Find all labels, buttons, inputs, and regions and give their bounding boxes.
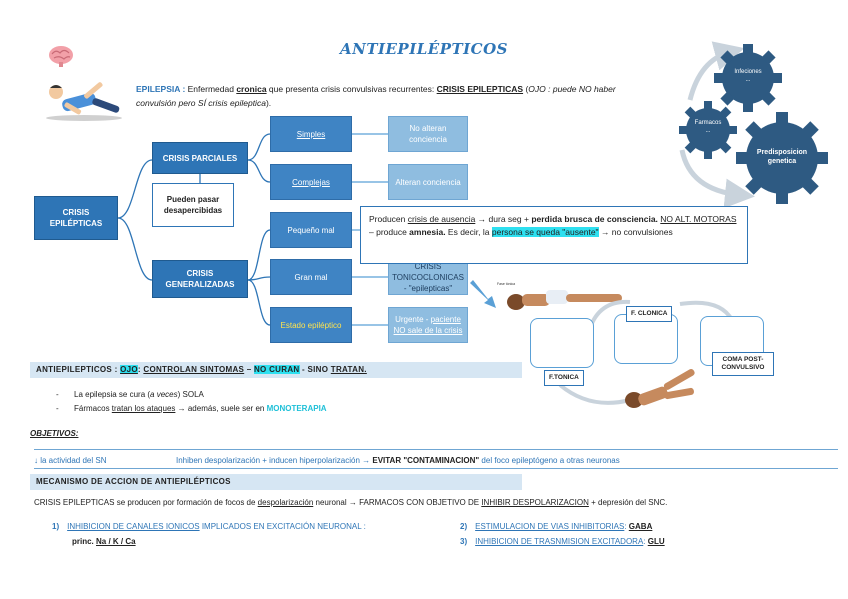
pequeno-mal-description: Producen crisis de ausencia → dura seg +… [360, 206, 748, 264]
phase-box-2 [614, 314, 678, 364]
tonic-phase-label: Fase tónica [497, 282, 516, 286]
label-f-tonica: F.TONICA [544, 370, 584, 386]
objetivos-top-line [34, 449, 838, 450]
desc-complejas: Alteran conciencia [388, 164, 468, 200]
node-estado-epileptico: Estado epiléptico [270, 307, 352, 343]
antiepilepticos-bar: ANTIEPILEPTICOS : OJO: CONTROLAN SINTOMA… [30, 362, 522, 378]
brain-icon [48, 44, 74, 68]
clonic-patient-illustration [618, 366, 708, 414]
desc-gran-mal: CRISIS TONICOCLONICAS - "epilepticas" [388, 259, 468, 295]
objetivos-bottom-line [34, 468, 838, 469]
mecanismo-ions: princ. Na / K / Ca [72, 537, 136, 546]
bullet-cura-sola: -La epilepsia se cura (a veces) SOLA [56, 390, 204, 399]
desc-estado-epileptico: Urgente - paciente NO sale de la crisis [388, 307, 468, 343]
node-pequeno-mal: Pequeño mal [270, 212, 352, 248]
node-crisis-epilepticas: CRISIS EPILÉPTICAS [34, 196, 118, 240]
tonic-patient-illustration [498, 280, 628, 320]
bullet-farmacos: -Fármacos tratan los ataques → además, s… [56, 404, 327, 413]
node-crisis-generalizadas: CRISIS GENERALIZADAS [152, 260, 248, 298]
mecanismo-intro: CRISIS EPILEPTICAS se producen por forma… [34, 498, 668, 507]
mecanismo-item-1: 1)INHIBICION DE CANALES IONICOS IMPLICAD… [52, 522, 366, 531]
objetivos-label: OBJETIVOS: [30, 429, 79, 438]
note-pueden-pasar: Pueden pasar desapercibidas [152, 183, 234, 227]
phase-box-1 [530, 318, 594, 368]
node-gran-mal: Gran mal [270, 259, 352, 295]
objetivo-inhiben: Inhiben despolarización + inducen hiperp… [176, 456, 620, 465]
antiepilepticos-bullets: -La epilepsia se cura (a veces) SOLA -Fá… [56, 388, 327, 416]
seizure-person-illustration [42, 76, 124, 122]
gear-predisposicion: Predisposicion genetica [756, 149, 808, 165]
node-complejas: Complejas [270, 164, 352, 200]
mecanismo-item-2: 2)ESTIMULACION DE VIAS INHIBITORIAS: GAB… [460, 522, 653, 531]
mecanismo-bar: MECANISMO DE ACCION DE ANTIEPILÉPTICOS [30, 474, 522, 490]
node-simples: Simples [270, 116, 352, 152]
gear-infecciones: Infeciones [734, 69, 762, 75]
epilepsia-definition: EPILEPSIA : Enfermedad cronica que prese… [136, 84, 616, 108]
page-title: ANTIEPILÉPTICOS [339, 40, 509, 58]
node-crisis-parciales: CRISIS PARCIALES [152, 142, 248, 174]
objetivo-actividad: ↓ la actividad del SN [34, 456, 107, 465]
gear-farmacos: Farmacos [694, 120, 722, 126]
desc-simples: No alteran conciencia [388, 116, 468, 152]
label-f-clonica: F. CLONICA [626, 306, 673, 322]
label-coma: COMA POST-CONVULSIVO [712, 352, 774, 376]
causes-gear-diagram: Infeciones ... Farmacos ... Predisposici… [660, 40, 840, 210]
mecanismo-item-3: 3)INHIBICION DE TRASNMISION EXCITADORA: … [460, 537, 665, 546]
